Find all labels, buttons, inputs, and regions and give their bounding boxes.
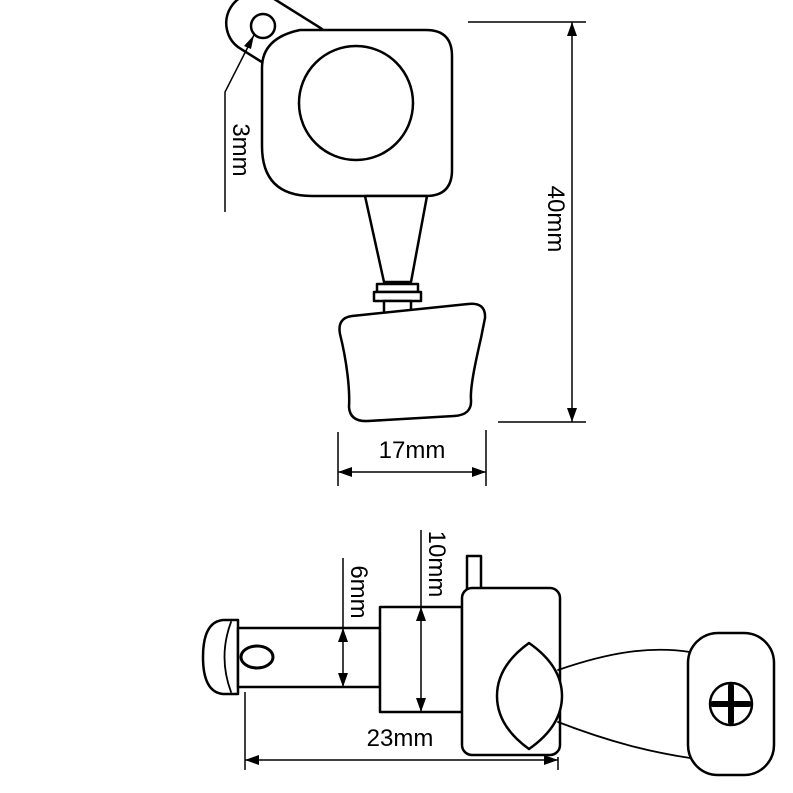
arrow-up (416, 607, 426, 621)
arrow-right (472, 467, 486, 477)
arrow-left (245, 755, 259, 765)
tuning-button (338, 302, 487, 423)
string-hole (239, 644, 275, 670)
leader-line (224, 34, 255, 212)
button-edge-profile (495, 641, 564, 751)
leader-arrow (244, 35, 254, 49)
post-end-cap (201, 618, 240, 696)
screw-head (708, 681, 754, 727)
dimension-length-40mm: 40mm (468, 21, 586, 423)
arrow-down (338, 673, 348, 687)
arrow-left (338, 467, 352, 477)
button-taper-top (557, 648, 691, 671)
dimension-bushing-10mm: 10mm (416, 530, 450, 712)
collar-washer-2 (372, 290, 423, 303)
arrow-up (338, 628, 348, 642)
base-length-label: 23mm (367, 725, 434, 752)
arrow-right (544, 755, 558, 765)
gear-cover-circle (297, 44, 415, 162)
hole-diameter-label: 3mm (227, 123, 254, 176)
arrow-down (567, 408, 577, 422)
arrow-up (567, 22, 577, 36)
dimension-hole-3mm: 3mm (224, 34, 255, 212)
dimension-post-6mm: 6mm (338, 558, 372, 687)
mounting-hole (249, 12, 277, 40)
stem (363, 194, 429, 284)
arrow-down (416, 698, 426, 712)
dimension-base-23mm: 23mm (244, 692, 559, 770)
post-diameter-label: 6mm (345, 565, 372, 618)
bushing-diameter-label: 10mm (423, 531, 450, 598)
dimension-width-17mm: 17mm (337, 430, 487, 486)
button-width-label: 17mm (379, 437, 446, 464)
front-view: 3mm 40mm 17mm (224, 0, 586, 486)
plate-tab (465, 554, 483, 594)
side-view: 6mm 10mm 23mm (201, 530, 776, 777)
overall-length-label: 40mm (542, 186, 569, 253)
post-cap-curve (223, 621, 232, 693)
button-taper-bottom (557, 721, 691, 759)
